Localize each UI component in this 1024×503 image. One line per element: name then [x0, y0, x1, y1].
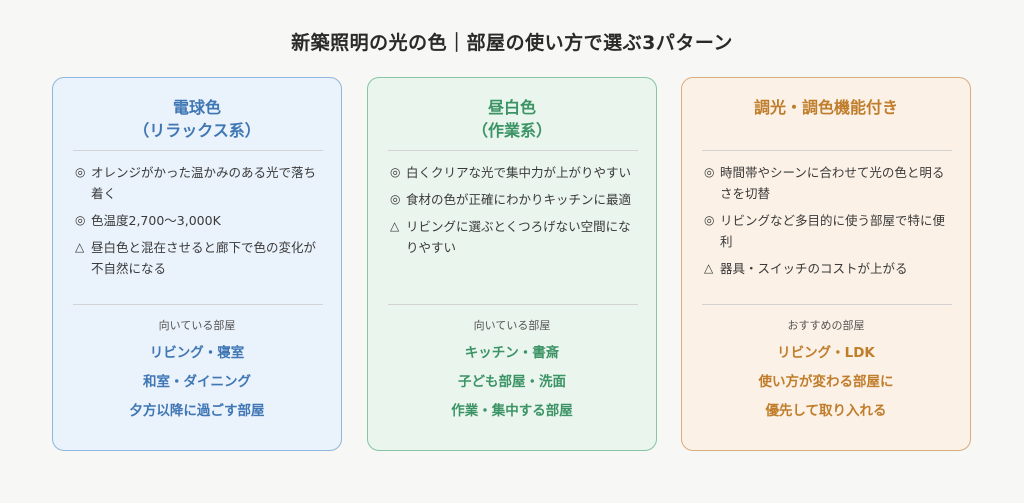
feature-item: ◎ 色温度2,700〜3,000K — [75, 210, 327, 231]
feature-list: ◎ 白くクリアな光で集中力が上がりやすい ◎ 食材の色が正確にわかりキッチンに最… — [390, 162, 642, 264]
card-title-sub: （作業系） — [471, 121, 552, 140]
feature-text: 時間帯やシーンに合わせて光の色と明るさを切替 — [720, 165, 945, 201]
double-circle-icon: ◎ — [75, 213, 86, 227]
divider — [73, 304, 323, 305]
room-list: リビング・寝室 和室・ダイニング 夕方以降に過ごす部屋 — [53, 339, 341, 426]
card-title: 昼白色 （作業系） — [368, 96, 656, 142]
room-list: キッチン・書斎 子ども部屋・洗面 作業・集中する部屋 — [368, 339, 656, 426]
card-title-main: 昼白色 — [487, 98, 536, 117]
room-item: 優先して取り入れる — [765, 403, 887, 419]
double-circle-icon: ◎ — [390, 192, 401, 206]
card-title-main: 電球色 — [172, 98, 221, 117]
room-item: 子ども部屋・洗面 — [458, 374, 566, 390]
feature-text: 食材の色が正確にわかりキッチンに最適 — [406, 192, 632, 207]
feature-text: リビングなど多目的に使う部屋で特に便利 — [720, 213, 946, 249]
divider — [702, 304, 952, 305]
card-neutral-white: 昼白色 （作業系） ◎ 白くクリアな光で集中力が上がりやすい ◎ 食材の色が正確… — [367, 77, 657, 451]
card-warm-white: 電球色 （リラックス系） ◎ オレンジがかった温かみのある光で落ち着く ◎ 色温… — [52, 77, 342, 451]
section-label: 向いている部屋 — [473, 319, 551, 332]
divider — [388, 150, 638, 151]
card-title-main: 調光・調色機能付き — [753, 98, 898, 117]
triangle-icon: △ — [390, 219, 400, 233]
double-circle-icon: ◎ — [390, 165, 401, 179]
feature-list: ◎ 時間帯やシーンに合わせて光の色と明るさを切替 ◎ リビングなど多目的に使う部… — [704, 162, 956, 285]
room-item: 作業・集中する部屋 — [451, 403, 573, 419]
triangle-icon: △ — [75, 240, 85, 254]
triangle-icon: △ — [704, 261, 714, 275]
feature-text: リビングに選ぶとくつろげない空間になりやすい — [406, 219, 631, 255]
card-title: 電球色 （リラックス系） — [53, 96, 341, 142]
room-item: キッチン・書斎 — [464, 345, 560, 361]
feature-item: △ 昼白色と混在させると廊下で色の変化が不自然になる — [75, 237, 327, 279]
room-item: 和室・ダイニング — [143, 374, 251, 390]
room-item: リビング・寝室 — [149, 345, 245, 361]
feature-text: 白くクリアな光で集中力が上がりやすい — [406, 165, 632, 180]
double-circle-icon: ◎ — [704, 213, 715, 227]
feature-text: 色温度2,700〜3,000K — [91, 213, 221, 228]
double-circle-icon: ◎ — [75, 165, 86, 179]
feature-item: △ 器具・スイッチのコストが上がる — [704, 258, 956, 279]
feature-list: ◎ オレンジがかった温かみのある光で落ち着く ◎ 色温度2,700〜3,000K… — [75, 162, 327, 285]
divider — [388, 304, 638, 305]
feature-item: ◎ リビングなど多目的に使う部屋で特に便利 — [704, 210, 956, 252]
card-dimmable: 調光・調色機能付き ◎ 時間帯やシーンに合わせて光の色と明るさを切替 ◎ リビン… — [681, 77, 971, 451]
card-title: 調光・調色機能付き — [682, 96, 970, 119]
feature-item: ◎ オレンジがかった温かみのある光で落ち着く — [75, 162, 327, 204]
room-item: 使い方が変わる部屋に — [758, 374, 894, 390]
section-label: 向いている部屋 — [158, 319, 236, 332]
feature-item: ◎ 白くクリアな光で集中力が上がりやすい — [390, 162, 642, 183]
feature-item: ◎ 食材の色が正確にわかりキッチンに最適 — [390, 189, 642, 210]
feature-text: 昼白色と混在させると廊下で色の変化が不自然になる — [91, 240, 317, 276]
double-circle-icon: ◎ — [704, 165, 715, 179]
feature-text: 器具・スイッチのコストが上がる — [720, 261, 908, 276]
room-list: リビング・LDK 使い方が変わる部屋に 優先して取り入れる — [682, 339, 970, 426]
feature-item: △ リビングに選ぶとくつろげない空間になりやすい — [390, 216, 642, 258]
feature-text: オレンジがかった温かみのある光で落ち着く — [91, 165, 317, 201]
room-item: リビング・LDK — [777, 345, 875, 361]
section-label: おすすめの部屋 — [787, 319, 865, 332]
divider — [73, 150, 323, 151]
feature-item: ◎ 時間帯やシーンに合わせて光の色と明るさを切替 — [704, 162, 956, 204]
divider — [702, 150, 952, 151]
page-title: 新築照明の光の色｜部屋の使い方で選ぶ3パターン — [291, 32, 733, 54]
card-title-sub: （リラックス系） — [133, 121, 261, 140]
room-item: 夕方以降に過ごす部屋 — [129, 403, 265, 419]
